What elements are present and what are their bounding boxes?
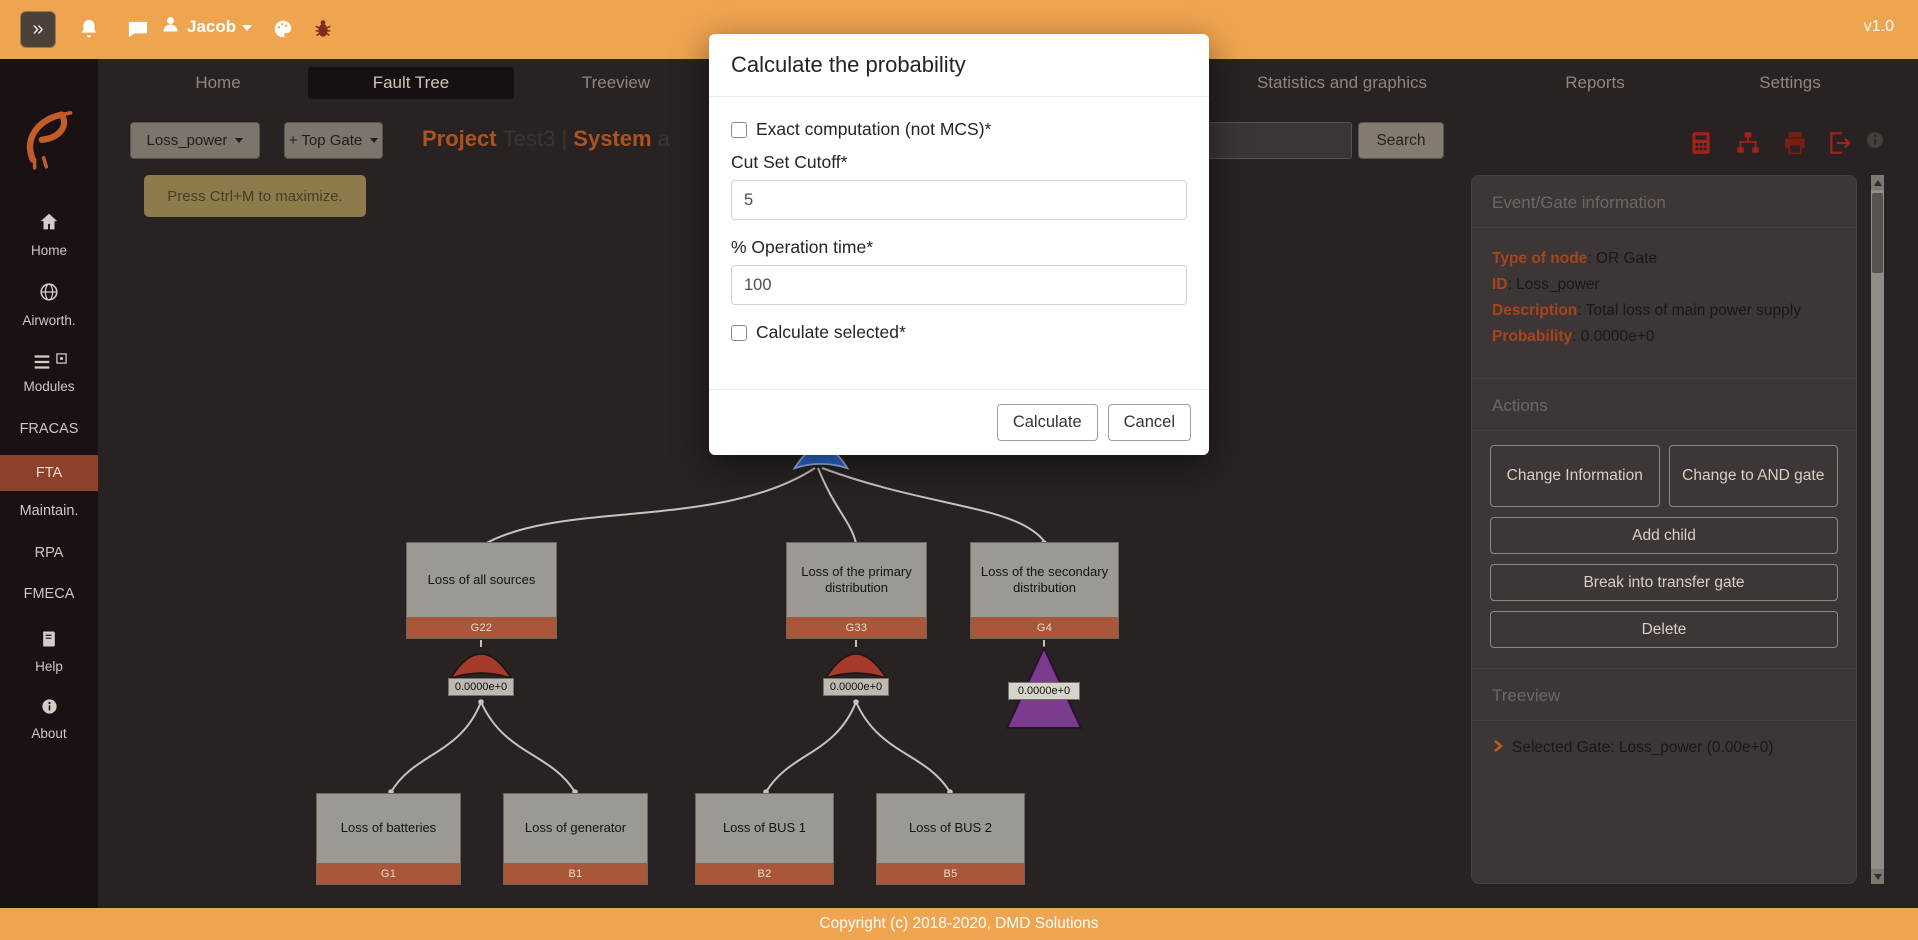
node-select-dropdown[interactable]: Loss_power	[130, 122, 260, 159]
cut-set-cutoff-label: Cut Set Cutoff*	[731, 152, 848, 172]
app-version: v1.0	[1863, 18, 1894, 35]
cut-set-cutoff-input[interactable]	[731, 180, 1187, 220]
footer: Copyright (c) 2018-2020, DMD Solutions	[0, 908, 1918, 940]
sidebar-item-modules[interactable]: Modules	[0, 351, 98, 396]
sidebar: Home Airworth. Modules FRACAS FTA Mainta…	[0, 59, 98, 908]
modules-external-icon	[56, 351, 67, 369]
sidebar-item-home[interactable]: Home	[0, 211, 98, 260]
event-gate-panel: Event/Gate information Type of node: OR …	[1471, 175, 1857, 884]
calculate-selected-row: Calculate selected*	[731, 322, 1187, 343]
sidebar-item-fracas[interactable]: FRACAS	[19, 421, 79, 437]
calculator-icon[interactable]	[1688, 130, 1715, 157]
maximize-tooltip: Press Ctrl+M to maximize.	[144, 175, 366, 217]
probability-chip: 0.0000e+0	[823, 678, 889, 696]
user-menu[interactable]: Jacob	[160, 14, 253, 40]
modal-header: Calculate the probability	[709, 34, 1209, 97]
tree-node-b5[interactable]: Loss of BUS 2 B5	[876, 793, 1025, 885]
scroll-down-arrow[interactable]	[1871, 869, 1884, 884]
sidebar-item-fmeca[interactable]: FMECA	[23, 586, 75, 602]
tab-treeview[interactable]: Treeview	[581, 73, 651, 92]
sidebar-collapse-button[interactable]: »	[20, 11, 56, 48]
tab-settings[interactable]: Settings	[1759, 73, 1821, 92]
delete-button[interactable]: Delete	[1490, 611, 1838, 648]
sidebar-item-rpa[interactable]: RPA	[34, 545, 64, 561]
copyright-text: Copyright (c) 2018-2020, DMD Solutions	[819, 915, 1099, 932]
info-circle-icon[interactable]	[1865, 130, 1885, 157]
palette-icon[interactable]	[272, 18, 294, 40]
vertical-scrollbar[interactable]	[1871, 175, 1884, 884]
tab-reports[interactable]: Reports	[1565, 73, 1625, 92]
tab-statistics[interactable]: Statistics and graphics	[1256, 73, 1428, 92]
user-name: Jacob	[187, 17, 237, 36]
scroll-up-arrow[interactable]	[1871, 175, 1884, 190]
break-into-transfer-gate-button[interactable]: Break into transfer gate	[1490, 564, 1838, 601]
exact-computation-checkbox[interactable]	[731, 121, 747, 138]
or-gate-symbol-g33[interactable]: 0.0000e+0	[823, 646, 889, 696]
actions-area: Change Information Change to AND gate Ad…	[1472, 431, 1856, 648]
treeview-section-header: Treeview	[1472, 668, 1856, 721]
actions-section-header: Actions	[1472, 378, 1856, 431]
tab-fault-tree[interactable]: Fault Tree	[308, 67, 514, 99]
calculate-button[interactable]: Calculate	[996, 404, 1098, 441]
operation-time-input[interactable]	[731, 265, 1187, 305]
tree-node-b1[interactable]: Loss of generator B1	[503, 793, 648, 885]
transfer-gate-symbol-g4[interactable]: 0.0000e+0	[1005, 645, 1083, 735]
tab-home[interactable]: Home	[195, 73, 241, 92]
tree-node-g4[interactable]: Loss of the secondary distribution G4	[970, 542, 1119, 639]
modal-title: Calculate the probability	[731, 52, 966, 77]
probability-chip: 0.0000e+0	[1008, 682, 1080, 700]
gate-info: Type of node: OR Gate ID: Loss_power Des…	[1492, 250, 1801, 345]
notifications-bell-icon[interactable]	[78, 18, 100, 40]
cancel-button[interactable]: Cancel	[1107, 404, 1191, 441]
export-icon[interactable]	[1827, 130, 1854, 157]
tree-node-b2[interactable]: Loss of BUS 1 B2	[695, 793, 834, 885]
tree-node-g33[interactable]: Loss of the primary distribution G33	[786, 542, 927, 639]
chevron-down-icon	[370, 138, 379, 143]
probability-chip: 0.0000e+0	[448, 678, 514, 696]
app-logo[interactable]	[22, 105, 76, 176]
change-to-and-gate-button[interactable]: Change to AND gate	[1668, 445, 1838, 507]
or-gate-symbol-g22[interactable]: 0.0000e+0	[448, 646, 514, 696]
user-icon	[160, 14, 181, 40]
sidebar-item-airworthiness[interactable]: Airworth.	[0, 281, 98, 330]
sidebar-item-help[interactable]: Help	[0, 629, 98, 676]
page-title: Project Test3 | System a	[422, 126, 670, 151]
bug-icon[interactable]	[312, 18, 334, 40]
modal-footer: Calculate Cancel	[709, 389, 1209, 455]
exact-computation-row: Exact computation (not MCS)*	[731, 119, 1187, 140]
tree-node-g22[interactable]: Loss of all sources G22	[406, 542, 557, 639]
treeview-selected-gate-row[interactable]: Selected Gate: Loss_power (0.00e+0)	[1472, 721, 1856, 775]
globe-icon	[38, 281, 60, 308]
info-section-header: Event/Gate information	[1472, 176, 1856, 228]
top-gate-dropdown[interactable]: + Top Gate	[284, 122, 383, 159]
sidebar-item-maintain[interactable]: Maintain.	[19, 503, 79, 519]
book-icon	[38, 629, 60, 654]
menu-list-icon	[31, 351, 53, 378]
search-button[interactable]: Search	[1358, 122, 1444, 159]
chevron-right-icon	[1492, 739, 1504, 757]
tree-node-g1[interactable]: Loss of batteries G1	[316, 793, 461, 885]
sidebar-item-about[interactable]: About	[0, 697, 98, 743]
sidebar-item-fta[interactable]: FTA	[0, 455, 98, 491]
scrollbar-thumb[interactable]	[1872, 193, 1883, 273]
operation-time-label: % Operation time*	[731, 237, 874, 257]
chat-icon[interactable]	[126, 18, 149, 41]
calculate-probability-modal: Calculate the probability Exact computat…	[709, 34, 1209, 455]
home-icon	[38, 211, 60, 238]
calculate-selected-checkbox[interactable]	[731, 324, 747, 341]
chevron-down-icon	[235, 138, 244, 143]
print-icon[interactable]	[1782, 130, 1809, 157]
modal-body: Exact computation (not MCS)* Cut Set Cut…	[709, 97, 1209, 355]
add-child-button[interactable]: Add child	[1490, 517, 1838, 554]
info-icon	[40, 697, 59, 721]
chevron-down-icon	[242, 25, 253, 31]
change-information-button[interactable]: Change Information	[1490, 445, 1660, 507]
sitemap-icon[interactable]	[1735, 130, 1762, 157]
